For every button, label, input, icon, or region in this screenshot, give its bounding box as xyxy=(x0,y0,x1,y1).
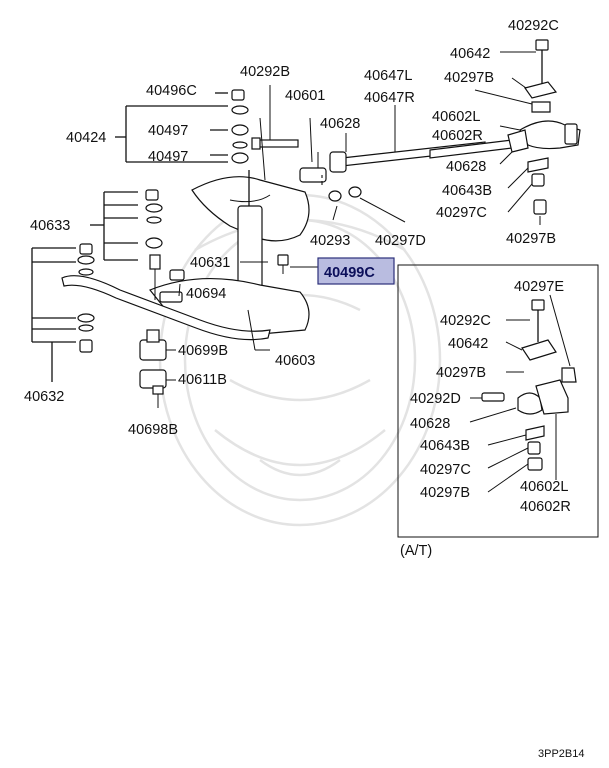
label-40647R[interactable]: 40647R xyxy=(364,90,415,106)
washer-40643B-top xyxy=(527,157,549,173)
label-40631[interactable]: 40631 xyxy=(190,255,230,271)
label-inset-40642[interactable]: 40642 xyxy=(448,336,488,352)
bracket-40633 xyxy=(90,191,138,261)
label-40293[interactable]: 40293 xyxy=(310,233,350,249)
inset-parts xyxy=(469,294,577,493)
nut-40297B-right xyxy=(533,199,547,215)
label-40603[interactable]: 40603 xyxy=(275,353,315,369)
label-40633[interactable]: 40633 xyxy=(30,218,70,234)
label-40632[interactable]: 40632 xyxy=(24,389,64,405)
label-40297C-top[interactable]: 40297C xyxy=(436,205,487,221)
bushing-40699B xyxy=(139,329,167,361)
label-inset-40292D[interactable]: 40292D xyxy=(410,391,461,407)
label-40496C[interactable]: 40496C xyxy=(146,83,197,99)
tie-rod-end-40628 xyxy=(299,151,347,183)
label-40297B-right[interactable]: 40297B xyxy=(506,231,556,247)
label-inset-40292C[interactable]: 40292C xyxy=(440,313,491,329)
label-40499C[interactable]: 40499C xyxy=(324,265,375,281)
stabilizer-bar xyxy=(61,275,271,341)
idler-arm-40602 xyxy=(507,120,581,153)
label-inset-40602L[interactable]: 40602L xyxy=(520,479,568,495)
label-40497-b[interactable]: 40497 xyxy=(148,149,188,165)
lower-arm xyxy=(149,277,310,336)
highlight-box xyxy=(317,257,395,285)
label-40497-a[interactable]: 40497 xyxy=(148,123,188,139)
label-40292B[interactable]: 40292B xyxy=(240,64,290,80)
bracket-40611B xyxy=(139,369,167,389)
washer-stack-left xyxy=(77,243,95,353)
label-40643B-top[interactable]: 40643B xyxy=(442,183,492,199)
bracket-40632 xyxy=(31,247,76,382)
label-40297B-top[interactable]: 40297B xyxy=(444,70,494,86)
washer-stack-mid xyxy=(145,189,163,300)
label-inset-40297E[interactable]: 40297E xyxy=(514,279,564,295)
label-40628-top[interactable]: 40628 xyxy=(320,116,360,132)
diagram-code: 3PP2B14 xyxy=(538,748,584,760)
label-40642-top[interactable]: 40642 xyxy=(450,46,490,62)
label-40602L-top[interactable]: 40602L xyxy=(432,109,480,125)
label-inset-40643B[interactable]: 40643B xyxy=(420,438,470,454)
leader-lines xyxy=(166,51,541,381)
label-40647L[interactable]: 40647L xyxy=(364,68,412,84)
label-inset-40297C[interactable]: 40297C xyxy=(420,462,471,478)
label-40424[interactable]: 40424 xyxy=(66,130,106,146)
label-40611B[interactable]: 40611B xyxy=(178,372,227,388)
label-40628-mid[interactable]: 40628 xyxy=(446,159,486,175)
label-inset-40297B-a[interactable]: 40297B xyxy=(436,365,486,381)
label-40292C-top[interactable]: 40292C xyxy=(508,18,559,34)
label-40698B[interactable]: 40698B xyxy=(128,422,178,438)
bolt-40698B xyxy=(152,385,164,408)
inset-box-at xyxy=(397,264,599,538)
part-labels: 40292C 40642 40297B 40292B 40647L 40647R… xyxy=(24,18,584,760)
nut-40293 xyxy=(328,190,342,202)
label-inset-40297B-b[interactable]: 40297B xyxy=(420,485,470,501)
washer-stack-upper xyxy=(231,89,249,164)
label-40699B[interactable]: 40699B xyxy=(178,343,228,359)
nut-40297C-top xyxy=(531,173,545,187)
label-40602R-top[interactable]: 40602R xyxy=(432,128,483,144)
label-40694[interactable]: 40694 xyxy=(186,286,226,302)
center-link-40647 xyxy=(341,105,513,167)
nut-40297D xyxy=(321,175,362,198)
label-inset-40628[interactable]: 40628 xyxy=(410,416,450,432)
bolt-40292B xyxy=(251,85,299,150)
label-inset-40602R[interactable]: 40602R xyxy=(520,499,571,515)
label-40601[interactable]: 40601 xyxy=(285,88,325,104)
bushing-40694 xyxy=(159,269,185,303)
bolt-40292C-top xyxy=(524,39,558,113)
inset-caption: (A/T) xyxy=(400,543,432,559)
bracket-40424 xyxy=(115,92,228,163)
label-40297D[interactable]: 40297D xyxy=(375,233,426,249)
bolt-40499C xyxy=(277,254,322,274)
